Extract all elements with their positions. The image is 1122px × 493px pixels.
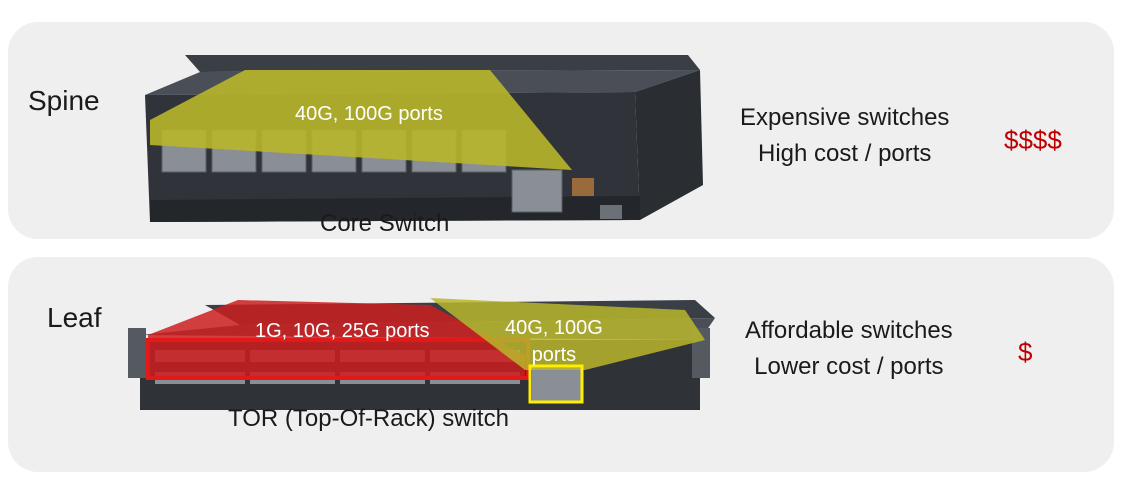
tor-switch-caption: TOR (Top-Of-Rack) switch xyxy=(228,405,509,432)
leaf-uplink-port-highlight xyxy=(430,298,705,370)
leaf-description-line-1: Affordable switches xyxy=(745,317,953,344)
leaf-uplink-port-label-line-1: 40G, 100G xyxy=(505,317,603,339)
leaf-uplink-port-outline xyxy=(528,364,584,404)
leaf-description: Affordable switches Lower cost / ports xyxy=(745,313,953,385)
spine-port-label: 40G, 100G ports xyxy=(295,103,443,125)
core-switch-caption: Core Switch xyxy=(320,210,450,237)
leaf-cost: $ xyxy=(1018,337,1033,367)
leaf-uplink-port-label: 40G, 100G ports xyxy=(505,315,603,369)
leaf-description-line-2: Lower cost / ports xyxy=(754,353,944,380)
spine-description: Expensive switches High cost / ports xyxy=(740,100,949,172)
spine-description-line-1: Expensive switches xyxy=(740,104,950,131)
spine-tier-label: Spine xyxy=(28,85,100,116)
leaf-access-port-label: 1G, 10G, 25G ports xyxy=(255,320,430,342)
spine-port-highlight xyxy=(150,70,572,170)
leaf-tier-label: Leaf xyxy=(47,302,102,333)
spine-cost: $$$$ xyxy=(1004,125,1062,155)
spine-description-line-2: High cost / ports xyxy=(758,140,932,167)
leaf-uplink-port-label-line-2: ports xyxy=(531,344,577,366)
